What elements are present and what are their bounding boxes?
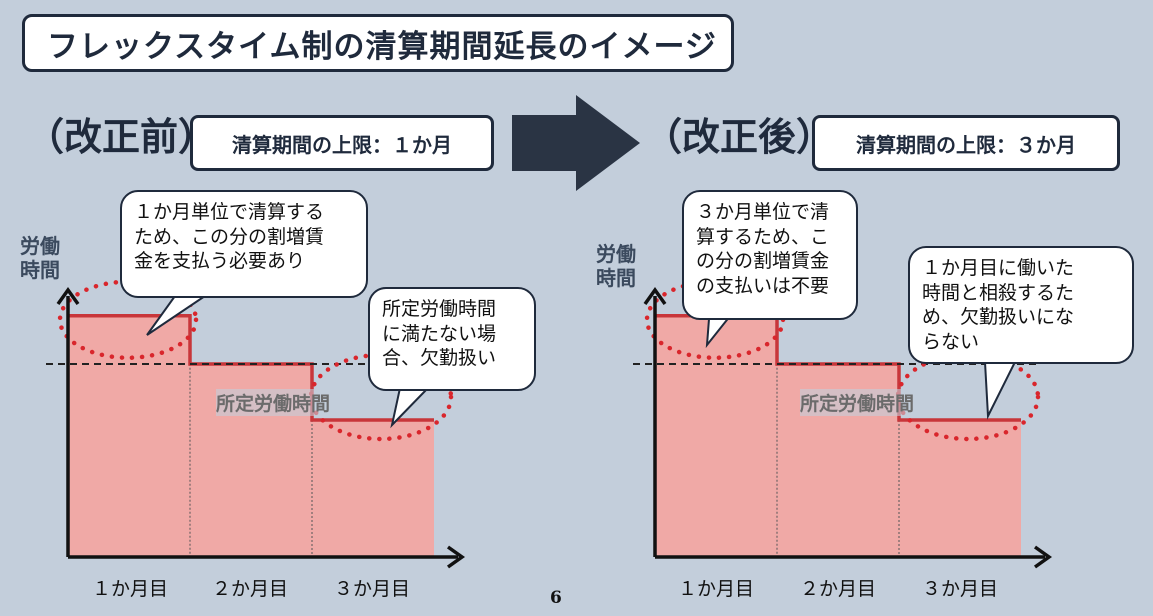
after-x-label-3: ３か月目 xyxy=(921,578,998,600)
after-y-axis-label: 労働 時間 xyxy=(596,242,636,290)
after-x-label-1: １か月目 xyxy=(677,578,754,600)
before-shortfall-highlight xyxy=(308,352,454,442)
before-x-label-1: １か月目 xyxy=(91,578,168,600)
after-heading: （改正後） xyxy=(644,115,835,159)
after-bar-1 xyxy=(655,315,777,557)
before-x-axis-arrow-icon xyxy=(446,545,466,569)
after-shortfall-highlight xyxy=(895,352,1041,442)
after-callout-offset: １か月目に働いた 時間と相殺するた め、欠勤扱いにな らない xyxy=(908,246,1134,364)
after-x-axis-arrow-icon xyxy=(1033,545,1053,569)
before-bar-3 xyxy=(312,419,434,557)
before-bar-1 xyxy=(68,315,190,557)
after-y-axis-arrow-icon xyxy=(643,286,667,306)
after-bubble2-tail xyxy=(983,361,1017,420)
before-y-axis-arrow-icon xyxy=(56,286,80,306)
after-standard-hours-label: 所定労働時間 xyxy=(800,389,915,416)
before-y-axis-label: 労働 時間 xyxy=(20,234,60,282)
before-x-label-2: ２か月目 xyxy=(211,578,288,600)
page-number: 6 xyxy=(550,588,562,608)
after-callout-no-premium: ３か月単位で清 算するため、こ の分の割増賃金 の支払いは不要 xyxy=(682,190,858,320)
after-x-label-2: ２か月目 xyxy=(799,578,876,600)
after-bar-3 xyxy=(899,419,1021,557)
transition-arrow-icon xyxy=(512,95,640,191)
before-callout-absence: 所定労働時間 に満たない場 合、欠勤扱い xyxy=(368,287,536,391)
slide-title: フレックスタイム制の清算期間延長のイメージ xyxy=(22,14,734,72)
before-callout-overtime: １か月単位で清算する ため、この分の割増賃 金を支払う必要あり xyxy=(120,190,368,298)
before-heading: （改正前） xyxy=(26,115,217,159)
before-x-label-3: ３か月目 xyxy=(333,578,410,600)
before-standard-hours-label: 所定労働時間 xyxy=(216,389,331,416)
after-limit-box: 清算期間の上限：３か月 xyxy=(812,115,1120,171)
before-limit-box: 清算期間の上限：１か月 xyxy=(190,115,494,171)
